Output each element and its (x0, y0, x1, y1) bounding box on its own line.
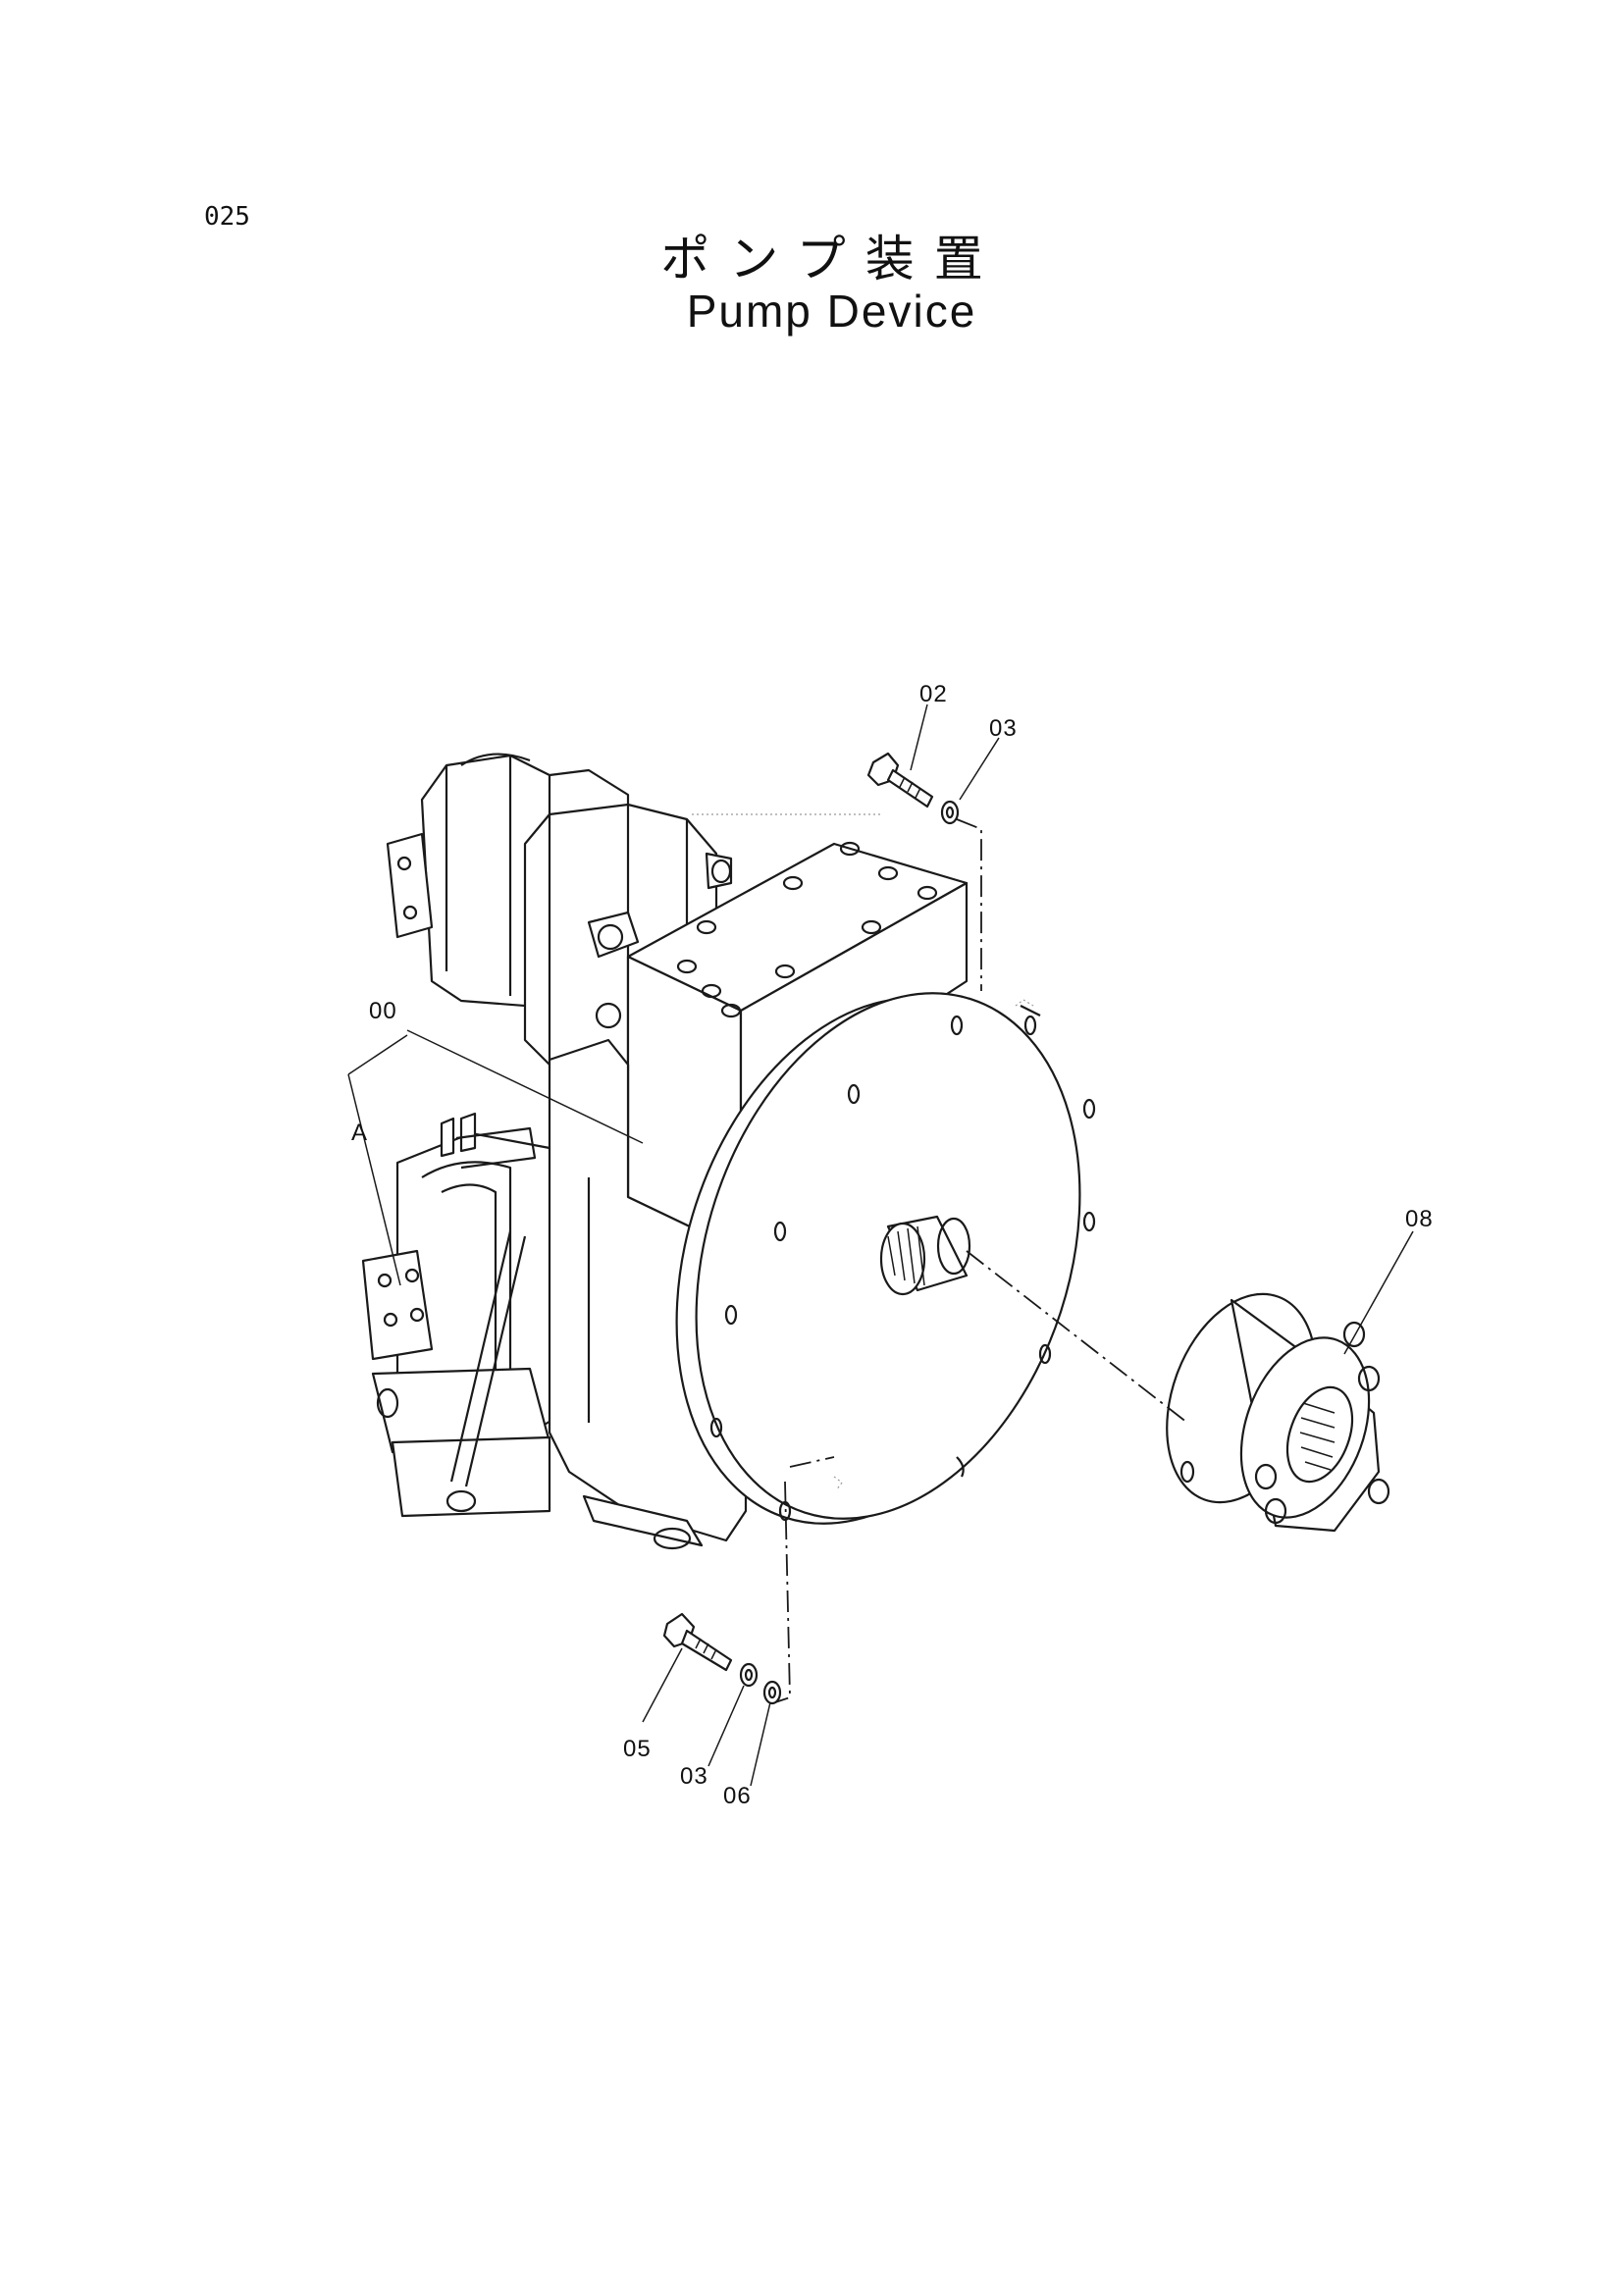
callout-06: 06 (723, 1783, 752, 1809)
callout-00: 00 (369, 998, 397, 1024)
bolt-02 (866, 752, 934, 808)
leader-lines (347, 704, 1414, 1787)
bolt-05-centerline-upper (789, 1456, 835, 1468)
shaft-centerline (966, 1250, 1188, 1424)
callout-05: 05 (623, 1736, 652, 1762)
page-number: 025 (204, 202, 250, 232)
bolt-02-centerline (956, 818, 982, 991)
coupling (1166, 1292, 1390, 1533)
mounting-flange (675, 992, 1096, 1525)
washer-03-top (940, 800, 960, 825)
bolt-05-centerline (774, 1481, 791, 1703)
washer-06 (762, 1680, 782, 1705)
housing-top-bolts (676, 841, 938, 1018)
regulator-block (361, 1112, 581, 1518)
callout-A: A (351, 1120, 368, 1146)
page-title-japanese: ポンプ装置 (660, 231, 1003, 287)
splined-shaft (879, 1215, 971, 1296)
washer-03-bottom (739, 1662, 759, 1688)
callout-03-bottom: 03 (680, 1763, 708, 1790)
page-title-english: Pump Device (686, 286, 977, 337)
callout-03-top: 03 (989, 715, 1018, 742)
pump-housing (549, 841, 969, 1253)
callout-08: 08 (1405, 1206, 1434, 1232)
callout-02: 02 (919, 681, 948, 707)
bolt-05 (662, 1612, 733, 1672)
